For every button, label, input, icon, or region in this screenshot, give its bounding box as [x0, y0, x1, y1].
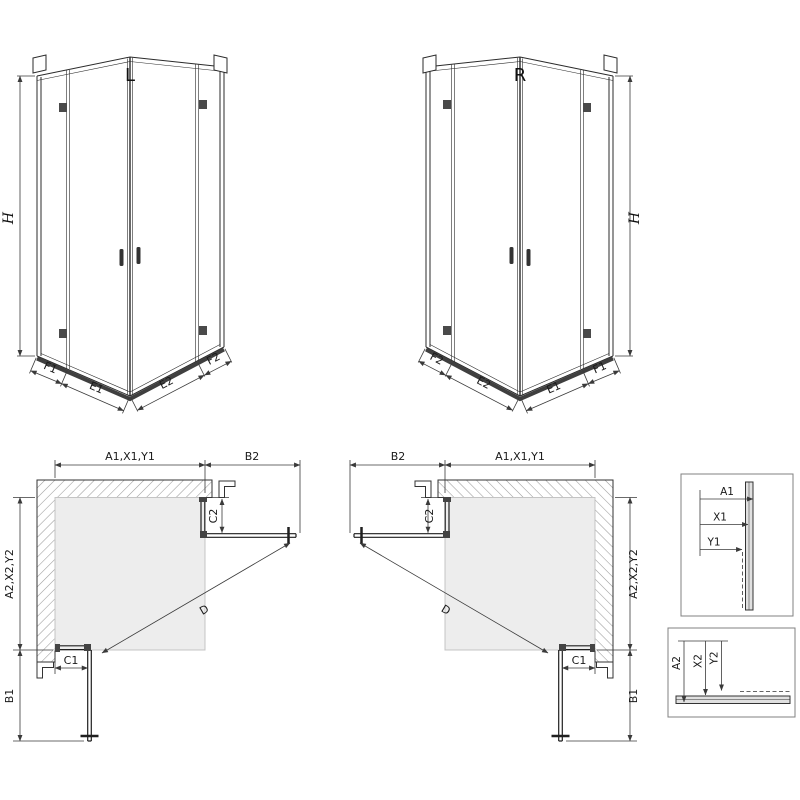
detail-a1-label: A1 — [720, 486, 734, 498]
detail-a1-panel: A1 X1 Y1 — [680, 473, 794, 617]
persp-left-f1-label: F1 — [42, 359, 59, 376]
persp-right-f1-label: F1 — [591, 359, 608, 376]
plan-right-view: B2 A1,X1,Y1 C2 A2,X2,Y2 C1 B1 D — [350, 450, 640, 741]
persp-right-e2-label: E2 — [474, 374, 492, 392]
plan-left-a1x1y1-label: A1,X1,Y1 — [105, 450, 155, 463]
plan-left-b1-label: B1 — [3, 689, 16, 704]
detail-x2-label: X2 — [693, 654, 705, 668]
plan-right-art — [350, 460, 637, 741]
plan-left-c1-label: C1 — [64, 654, 79, 667]
plan-right-c1-label: C1 — [572, 654, 587, 667]
plan-right-b2-label: B2 — [391, 450, 406, 463]
plan-left-b2-label: B2 — [245, 450, 260, 463]
persp-right-f2-label: F2 — [428, 350, 446, 368]
detail-y2-label: Y2 — [709, 651, 721, 665]
persp-right-h-label: H — [627, 211, 643, 225]
persp-left-e2-label: E2 — [157, 374, 175, 392]
plan-right-c2-label: C2 — [423, 509, 436, 524]
detail-x1-label: X1 — [713, 512, 727, 524]
detail-a2-label: A2 — [671, 656, 683, 670]
persp-right-view: R H F2 E2 E1 F1 — [418, 55, 643, 413]
persp-right-e1-label: E1 — [545, 379, 563, 396]
persp-left-view: L H F1 E1 E2 F2 — [1, 55, 232, 413]
plan-right-a2x2y2-label: A2,X2,Y2 — [627, 549, 640, 599]
detail-a2-panel: A2 X2 Y2 — [667, 627, 796, 718]
persp-left-f2-label: F2 — [204, 350, 222, 368]
plan-left-a2x2y2-label: A2,X2,Y2 — [3, 549, 16, 599]
plan-right-b1-label: B1 — [627, 689, 640, 704]
plan-left-view: A1,X1,Y1 B2 C2 A2,X2,Y2 C1 B1 D — [3, 450, 300, 741]
persp-left-variant-label: L — [125, 65, 135, 86]
detail-y1-label: Y1 — [706, 537, 720, 549]
persp-left-h-label: H — [1, 211, 17, 225]
persp-left-e1-label: E1 — [87, 379, 105, 396]
plan-right-a1x1y1-label: A1,X1,Y1 — [495, 450, 545, 463]
persp-right-variant-label: R — [514, 65, 527, 86]
plan-left-c2-label: C2 — [207, 509, 220, 524]
